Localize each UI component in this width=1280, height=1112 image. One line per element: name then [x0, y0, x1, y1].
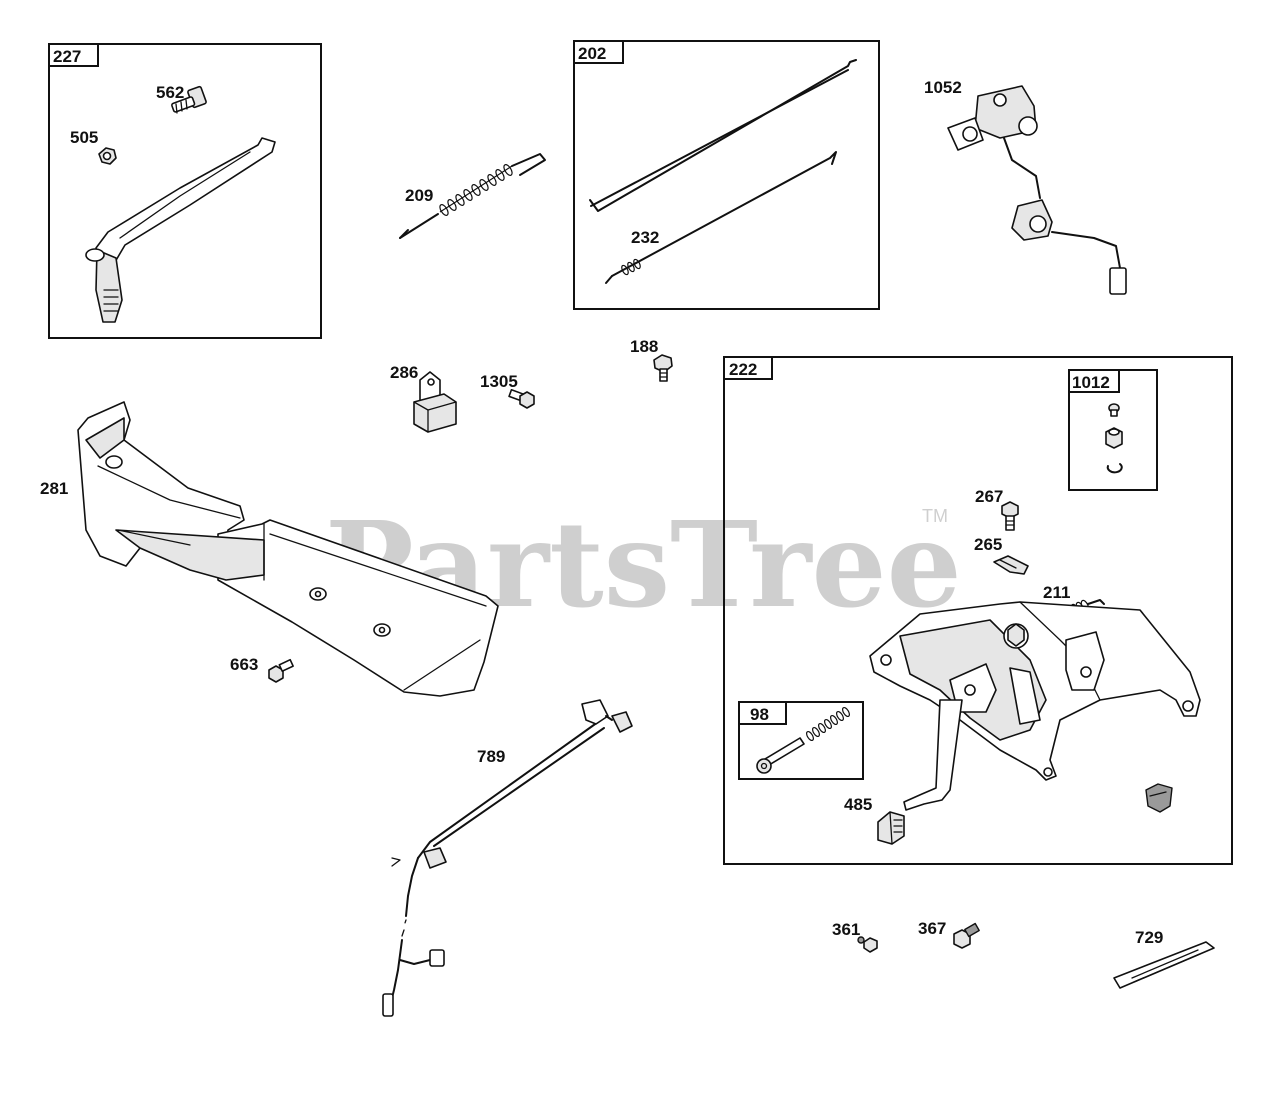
part-1012-nut[interactable] [1105, 427, 1123, 449]
callout-232: 232 [631, 228, 659, 247]
group-tag-202: 202 [578, 44, 606, 63]
group-box-98[interactable]: 98 [738, 701, 864, 780]
part-1012-screw[interactable] [1108, 403, 1120, 417]
callout-209: 209 [405, 186, 433, 205]
callout-505: 505 [70, 128, 98, 147]
callout-1305: 1305 [480, 372, 518, 391]
callout-789: 789 [477, 747, 505, 766]
part-98-pin[interactable] [756, 737, 805, 774]
callout-485: 485 [844, 795, 872, 814]
group-box-202[interactable]: 202 [573, 40, 880, 310]
group-box-227[interactable]: 227 [48, 43, 322, 339]
callout-286: 286 [390, 363, 418, 382]
part-188-bolt[interactable] [653, 354, 673, 382]
group-tag-1012: 1012 [1072, 373, 1110, 392]
part-367-bolt[interactable] [953, 922, 980, 949]
part-505-nut[interactable] [98, 147, 117, 165]
part-202-rod[interactable] [589, 59, 857, 212]
part-1012-clip[interactable] [1106, 463, 1123, 474]
part-789-harness[interactable] [382, 699, 633, 1017]
part-281-cover[interactable] [77, 401, 499, 697]
part-1305-bolt[interactable] [508, 388, 535, 409]
part-1052-sensor[interactable] [947, 85, 1127, 295]
part-265-clip[interactable] [993, 555, 1029, 575]
part-227-lever[interactable] [85, 137, 276, 323]
callout-265: 265 [974, 535, 1002, 554]
group-tag-98: 98 [750, 705, 769, 724]
callout-281: 281 [40, 479, 68, 498]
callout-188: 188 [630, 337, 658, 356]
callout-663: 663 [230, 655, 258, 674]
callout-267: 267 [975, 487, 1003, 506]
part-663-bolt[interactable] [268, 658, 294, 683]
callout-1052: 1052 [924, 78, 962, 97]
callout-367: 367 [918, 919, 946, 938]
part-98-spring[interactable] [805, 706, 851, 742]
part-729-plate[interactable] [1113, 941, 1215, 989]
group-tag-222: 222 [729, 360, 757, 379]
callout-211: 211 [1043, 583, 1070, 602]
callout-729: 729 [1135, 928, 1163, 947]
part-222-control-bracket[interactable] [869, 601, 1201, 811]
callout-562: 562 [156, 83, 184, 102]
part-485-cap[interactable] [877, 811, 905, 845]
part-361-nut[interactable] [857, 936, 878, 953]
part-232-rod[interactable] [605, 151, 837, 284]
group-box-222[interactable]: 222 [723, 356, 1233, 865]
part-562-bolt[interactable] [171, 85, 207, 114]
watermark-trademark: TM [922, 506, 948, 526]
group-tag-227: 227 [53, 47, 81, 66]
part-209-spring[interactable] [399, 153, 546, 239]
part-222-small-clip[interactable] [1145, 783, 1173, 813]
group-box-1012[interactable]: 1012 [1068, 369, 1158, 491]
callout-361: 361 [832, 920, 860, 939]
part-286-bracket[interactable] [413, 371, 457, 433]
part-267-bolt[interactable] [1001, 501, 1019, 531]
